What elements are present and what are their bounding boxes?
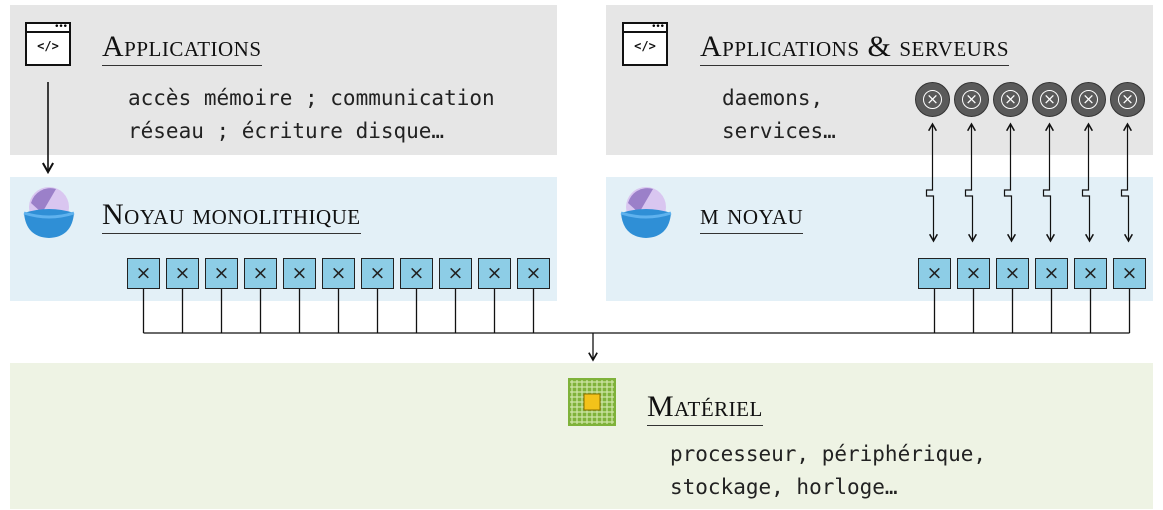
syscall-box: × — [1113, 258, 1146, 289]
applications-description: accès mémoire ; communication réseau ; é… — [128, 86, 495, 143]
microkernel-title: µ noyau — [700, 198, 804, 234]
chip-icon — [568, 378, 616, 426]
syscall-box: × — [127, 258, 160, 289]
monolithic-kernel-title: Noyau monolithique — [102, 198, 361, 234]
ipc-arrow — [1081, 122, 1095, 243]
syscall-box: × — [322, 258, 355, 289]
syscall-box: × — [1074, 258, 1107, 289]
applications-title: Applications — [102, 30, 262, 66]
applications-servers-title: Applications & serveurs — [700, 30, 1010, 66]
server-circled-times-icon: × — [1032, 82, 1067, 117]
syscall-box: × — [957, 258, 990, 289]
applications-servers-panel — [606, 5, 1153, 155]
server-circled-times-icon: × — [954, 82, 989, 117]
code-window-icon: ••• </> — [622, 22, 668, 66]
syscall-box: × — [166, 258, 199, 289]
ipc-arrow — [964, 122, 978, 243]
syscall-box: × — [918, 258, 951, 289]
syscall-box: × — [244, 258, 277, 289]
syscall-box: × — [361, 258, 394, 289]
ipc-arrow — [1120, 122, 1134, 243]
applications-panel — [10, 5, 557, 155]
hardware-title: Matériel — [647, 390, 763, 426]
bowl-sphere-icon — [23, 187, 75, 238]
ipc-arrow — [1003, 122, 1017, 243]
syscall-box: × — [283, 258, 316, 289]
applications-servers-description: daemons, services… — [722, 86, 836, 143]
syscall-box: × — [439, 258, 472, 289]
syscall-box: × — [1035, 258, 1068, 289]
ipc-arrow — [925, 122, 939, 243]
bowl-sphere-icon — [620, 187, 672, 238]
syscall-box: × — [478, 258, 511, 289]
syscall-box: × — [517, 258, 550, 289]
server-circled-times-icon: × — [1071, 82, 1106, 117]
syscall-box: × — [996, 258, 1029, 289]
syscall-box: × — [205, 258, 238, 289]
server-circled-times-icon: × — [1110, 82, 1145, 117]
syscall-box: × — [400, 258, 433, 289]
hardware-description: processeur, périphérique, stockage, horl… — [670, 442, 987, 499]
server-circled-times-icon: × — [993, 82, 1028, 117]
code-window-icon: ••• </> — [25, 22, 71, 66]
server-circled-times-icon: × — [915, 82, 950, 117]
ipc-arrow — [1042, 122, 1056, 243]
